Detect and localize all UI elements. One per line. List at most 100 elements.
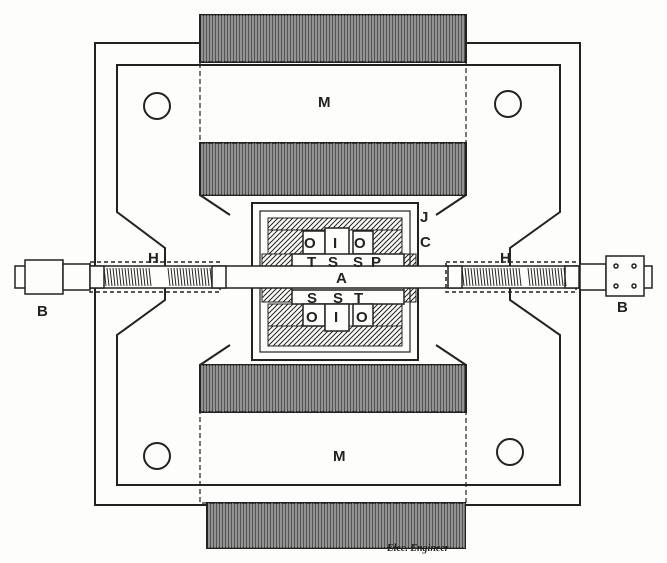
thread-line (494, 267, 498, 287)
hatch-line (372, 303, 379, 310)
hatch-line (267, 325, 274, 332)
hatch-line (261, 287, 273, 299)
thread-line (121, 267, 125, 287)
thread-line (554, 267, 558, 287)
thread-line (139, 267, 143, 287)
hatch-line (352, 325, 374, 347)
hatch-line (367, 325, 389, 347)
hatch-line (268, 229, 294, 255)
hatch-line (377, 325, 399, 347)
hatch-line (290, 313, 304, 327)
hatch-line (267, 303, 289, 325)
label-b-right: B (617, 299, 628, 316)
inner-frame (116, 64, 561, 486)
thread-line (485, 267, 489, 287)
hatch-line (267, 229, 279, 241)
hatch-line (267, 229, 284, 246)
thread-line (182, 267, 186, 287)
thread-line (127, 267, 131, 287)
thread-line (109, 267, 113, 287)
bolt-hole-bottom-right (496, 438, 524, 466)
hatch-line (270, 303, 294, 327)
hatch-line (279, 253, 293, 267)
label-h-right: H (500, 250, 511, 267)
hatch-line (284, 258, 293, 267)
label-b-left: B (37, 303, 48, 320)
hatch-line (272, 287, 288, 303)
thread-line (103, 267, 107, 287)
hatch-line (261, 253, 273, 265)
hatch-line (315, 217, 329, 231)
thread-line (527, 267, 531, 287)
hatch-line (388, 240, 403, 255)
hatch-line (295, 318, 304, 327)
hatch-line (372, 303, 394, 325)
thread-line (194, 267, 198, 287)
hatch-line (285, 217, 299, 231)
label-m-top: M (318, 94, 331, 111)
hatch-line (360, 217, 374, 231)
hatch-line (383, 235, 403, 255)
hatch-line (365, 217, 379, 231)
hatch-line (267, 229, 274, 236)
hatch-line (267, 325, 289, 347)
hatch-line (390, 314, 403, 327)
label-m-bottom: M (333, 448, 346, 465)
label-j: J (420, 209, 428, 226)
thread-line (461, 267, 465, 287)
hatch-line (277, 287, 293, 303)
label-c: C (420, 234, 431, 251)
label-s-1: S (328, 254, 338, 271)
thread-line (173, 267, 177, 287)
hatch-line (267, 287, 283, 303)
hatch-line (272, 325, 294, 347)
label-s-2: S (353, 254, 363, 271)
thread-line (530, 267, 534, 287)
hatch-line (267, 325, 284, 342)
hatch-line (275, 303, 299, 327)
thread-line (106, 267, 110, 287)
hatch-line (385, 217, 399, 231)
thread-line (560, 267, 564, 287)
hatch-line (382, 326, 403, 347)
coil-block (199, 14, 467, 63)
thread-line (563, 267, 567, 287)
hatch-line (342, 325, 364, 347)
hatch-line (390, 218, 403, 231)
thread-line (179, 267, 183, 287)
thread-line (145, 267, 149, 287)
hatch-line (372, 229, 384, 241)
hatch-line (290, 217, 304, 231)
bolt-hole-bottom-left (143, 442, 171, 470)
hatch-line (372, 229, 394, 251)
hatch-line (261, 287, 268, 294)
bolt-hole-top-left (143, 92, 171, 120)
thread-line (551, 267, 555, 287)
hatch-line (362, 325, 384, 347)
label-s-4: S (333, 290, 343, 307)
hatch-line (305, 217, 319, 231)
housing-block (267, 303, 304, 327)
hatch-line (280, 217, 294, 231)
coil-windings (199, 14, 467, 549)
hatch-line (403, 253, 415, 265)
hatch-line (267, 303, 284, 320)
hatch-line (375, 303, 399, 327)
hatch-line (395, 223, 403, 231)
hatch-line (297, 325, 319, 347)
hatch-line (295, 217, 309, 231)
thread-line (533, 267, 537, 287)
hatch-line (393, 245, 403, 255)
thread-line (548, 267, 552, 287)
hatch-line (370, 217, 384, 231)
coil-block (199, 142, 467, 196)
hatch-line (378, 230, 403, 255)
hatch-line (385, 309, 403, 327)
housing-block (261, 287, 293, 303)
hatch-line (270, 217, 284, 231)
label-a: A (336, 270, 347, 287)
label-h-left: H (148, 250, 159, 267)
hatch-line (282, 325, 304, 347)
hatch-line (267, 229, 289, 251)
